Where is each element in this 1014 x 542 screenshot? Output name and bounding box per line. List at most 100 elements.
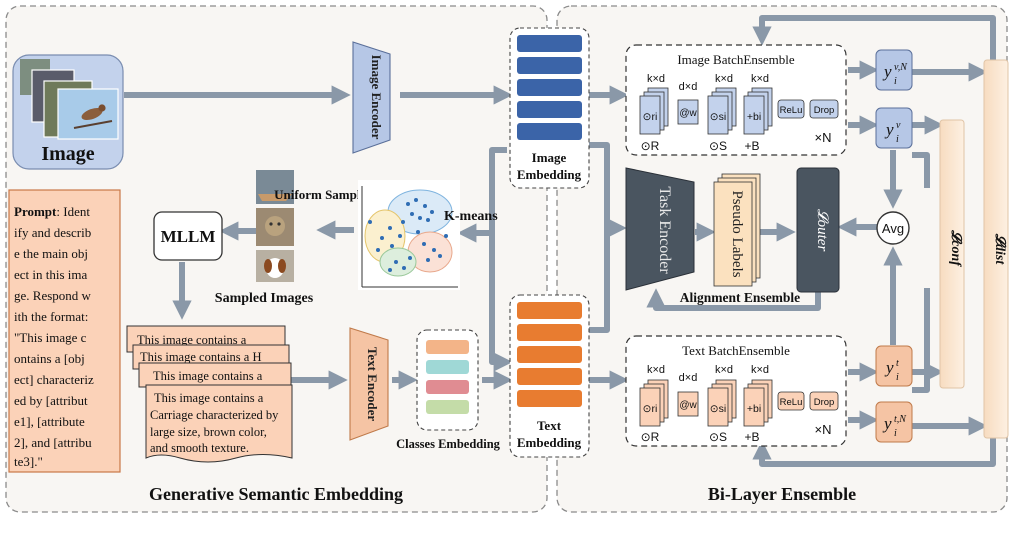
mllm-label: MLLM (161, 227, 216, 246)
caption-front-line-2: large size, brown color, (150, 425, 267, 439)
classes-embedding-label: Classes Embedding (396, 437, 501, 451)
prompt-line-1: ify and describ (14, 225, 91, 240)
prompt-line-5: ith the format: (14, 309, 88, 324)
l-dist-block: 𝓛dist (983, 59, 1009, 439)
prompt-line-6: "This image c (14, 330, 87, 345)
image-be-op-w: @w (679, 108, 697, 119)
output-y-image-n: y v,N i (875, 49, 913, 91)
text-be-dim-kxd-2: k×d (715, 364, 733, 376)
text-encoder-block: Text Encoder (349, 327, 389, 441)
avg-label: Avg (882, 221, 904, 236)
alignment-ensemble-label: Alignment Ensemble (680, 290, 800, 305)
image-be-title: Image BatchEnsemble (677, 52, 795, 67)
svg-text:i: i (894, 76, 897, 87)
image-be-below-n: ×N (815, 130, 832, 145)
text-be-dim-kxd-1: k×d (647, 364, 665, 376)
svg-text:y: y (882, 414, 892, 433)
text-encoder-label: Text Encoder (365, 347, 380, 421)
caption-back-1: This image contains a (137, 333, 247, 347)
caption-back-3: This image contains a (153, 369, 263, 383)
prompt-line-8: ect] characteriz (14, 372, 94, 387)
classes-embedding (416, 329, 479, 431)
output-y-image: y v i (875, 107, 913, 149)
prompt-bold-label: Prompt (14, 204, 57, 219)
l-outer-block: 𝓛outer (796, 167, 840, 293)
prompt-line-0: : Ident (56, 204, 90, 219)
text-be-below-s: ⊙S (709, 430, 727, 444)
image-be-dim-kxd-2: k×d (715, 73, 733, 85)
image-embedding-label-1: Image (532, 150, 567, 165)
prompt-box: Prompt: Ident ify and describ e the main… (8, 189, 121, 473)
pseudo-labels-label: Pseudo Labels (729, 190, 745, 277)
class-embedding-red (426, 380, 469, 394)
l-outer-label: 𝓛outer (814, 209, 830, 252)
svg-text:y: y (882, 62, 892, 81)
prompt-line-7: ontains a [obj (14, 351, 85, 366)
text-be-op-drop: Drop (814, 397, 835, 408)
image-be-dim-kxd-3: k×d (751, 73, 769, 85)
image-encoder-label: Image Encoder (369, 55, 384, 140)
caption-stack: This image contains a This image contain… (126, 325, 293, 463)
prompt-line-2: e the main obj (14, 246, 88, 261)
image-be-op-bi: +bi (747, 111, 761, 123)
caption-back-2: This image contains a H (140, 350, 262, 364)
svg-text:y: y (884, 120, 894, 139)
l-conf-block: 𝓛conf (939, 119, 965, 389)
prompt-line-4: ge. Respond w (14, 288, 92, 303)
svg-text:t: t (896, 358, 899, 369)
generative-semantic-embedding-title: Generative Semantic Embedding (149, 484, 403, 504)
kmeans-label: K-means (444, 209, 498, 224)
text-be-op-ri: ⊙ri (643, 403, 658, 415)
mllm-block: MLLM (153, 211, 223, 261)
image-be-op-ri: ⊙ri (643, 111, 658, 123)
class-embedding-teal (426, 360, 469, 374)
prompt-line-9: ed by [attribut (14, 393, 88, 408)
text-embedding-label-1: Text (537, 418, 562, 433)
caption-front-line-3: and smooth texture. (150, 441, 249, 455)
task-encoder-block: Task Encoder (625, 167, 695, 291)
image-be-below-r: ⊙R (641, 139, 660, 153)
image-encoder-block: Image Encoder (352, 41, 391, 154)
output-y-text-n: y t,N i (875, 401, 913, 443)
text-be-below-n: ×N (815, 422, 832, 437)
text-batchensemble: Text BatchEnsemble k×d d×d k×d k×d ⊙ri @… (625, 335, 847, 447)
image-batchensemble: Image BatchEnsemble k×d d×d k×d k×d ⊙ri … (625, 44, 847, 156)
svg-text:i: i (894, 428, 897, 439)
text-be-dim-kxd-3: k×d (751, 364, 769, 376)
image-be-dim-dxd: d×d (679, 81, 698, 93)
text-be-below-b: +B (744, 430, 759, 444)
image-label: Image (41, 143, 94, 165)
image-embedding-label-2: Embedding (517, 167, 582, 182)
text-be-op-bi: +bi (747, 403, 761, 415)
image-embedding: Image Embedding (509, 27, 590, 189)
svg-text:v: v (896, 120, 901, 131)
sampled-images-label: Sampled Images (215, 291, 314, 306)
image-be-dim-kxd-1: k×d (647, 73, 665, 85)
text-be-op-si: ⊙si (710, 403, 726, 415)
l-dist-label: 𝓛dist (992, 233, 1007, 266)
svg-text:Prompt: Ident: Prompt: Ident (14, 204, 90, 219)
uniform-sampling-label: Uniform Sampling (274, 187, 378, 202)
caption-front-line-0: This image contains a (154, 391, 264, 405)
text-embedding-label-2: Embedding (517, 435, 582, 450)
svg-text:i: i (896, 372, 899, 383)
text-be-op-w: @w (679, 400, 697, 411)
text-be-title: Text BatchEnsemble (682, 343, 790, 358)
l-conf-label: 𝓛conf (948, 229, 963, 267)
class-embedding-orange (426, 340, 469, 354)
avg-node: Avg (876, 211, 910, 245)
arrows (124, 15, 996, 467)
svg-text:y: y (884, 358, 894, 377)
prompt-line-11: 2], and [attribu (14, 435, 92, 450)
pseudo-labels-block: Pseudo Labels (713, 173, 761, 287)
svg-text:v,N: v,N (894, 62, 908, 73)
class-embedding-green (426, 400, 469, 414)
image-be-op-si: ⊙si (710, 111, 726, 123)
task-encoder-label: Task Encoder (656, 186, 673, 274)
bird-icon (73, 104, 113, 129)
input-image-card: Image (12, 54, 124, 170)
prompt-line-12: te3]." (14, 454, 43, 469)
output-y-text: y t i (875, 345, 913, 387)
caption-front-line-1: Carriage characterized by (150, 408, 279, 422)
